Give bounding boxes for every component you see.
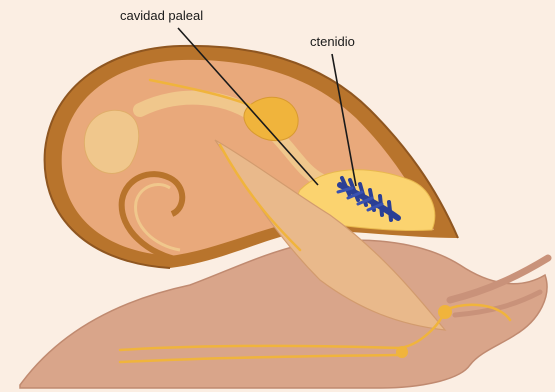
label-mantle-cavity: cavidad paleal (120, 8, 203, 23)
pedal-ganglion (438, 305, 452, 319)
digestive-gland (84, 110, 138, 173)
nerve-ganglion (396, 346, 408, 358)
label-gill: ctenidio (310, 34, 355, 49)
